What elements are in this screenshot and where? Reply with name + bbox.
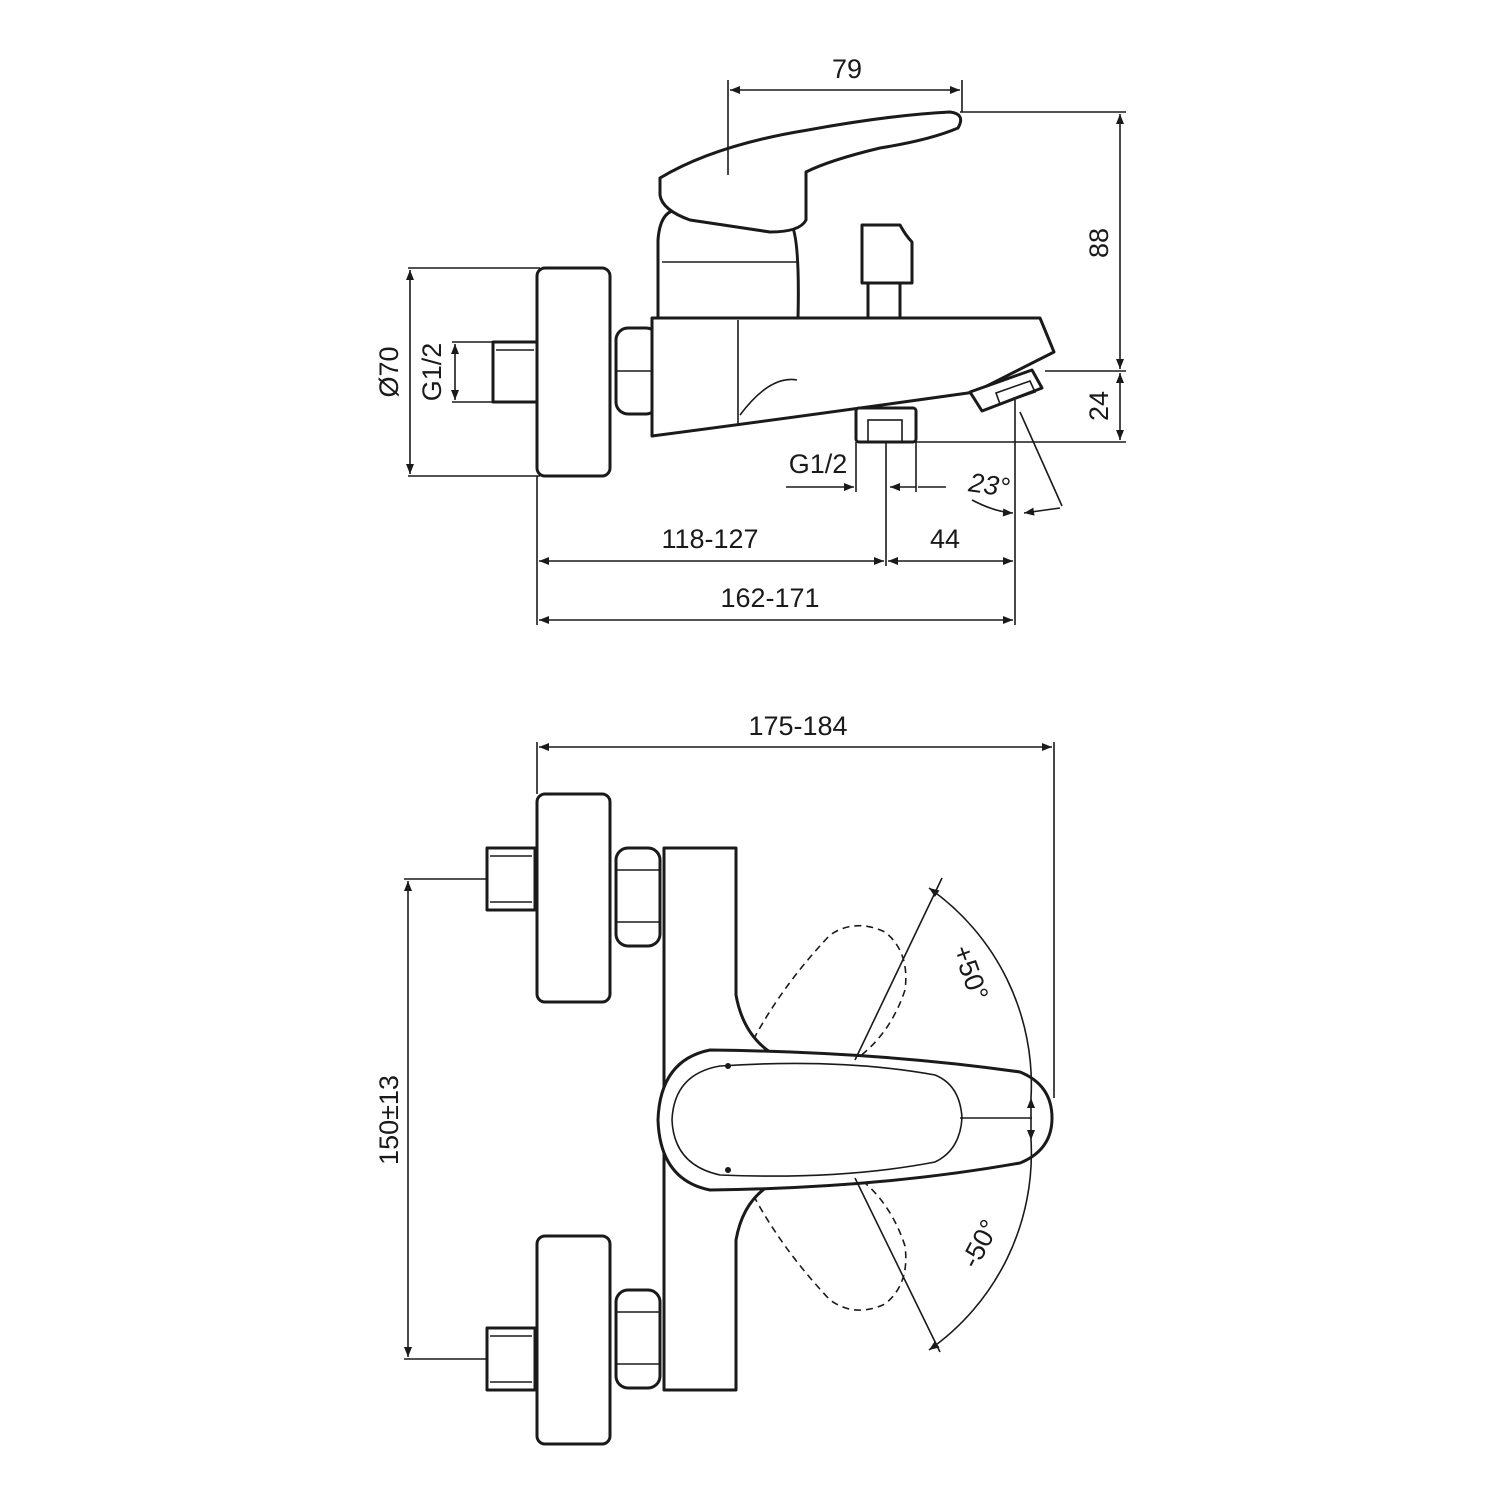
- label-overall-width: 175-184: [748, 711, 847, 741]
- label-rotation-minus: -50°: [955, 1215, 1005, 1273]
- front-handle-screw-bottom: [725, 1167, 731, 1173]
- front-hex-nut-bottom: [614, 1288, 662, 1390]
- front-view: 175-184 150±13 +50° -50°: [374, 711, 1055, 1446]
- label-118-127: 118-127: [661, 524, 758, 554]
- side-wall-disc: [535, 266, 612, 478]
- label-rotation-plus: +50°: [947, 941, 995, 1004]
- dim-spout-angle-arc: [971, 499, 1014, 517]
- label-44: 44: [930, 524, 960, 554]
- side-diverter-stem: [866, 281, 902, 320]
- label-spout-angle: 23°: [966, 467, 1012, 503]
- dim-rotation-plus-arc: [928, 887, 1033, 1099]
- front-hex-nut-top: [614, 846, 662, 948]
- side-view: 79 88 24 Ø70 G1/2 G1/2 23° 118-127 44 16…: [374, 54, 1126, 625]
- side-inlet-pipe: [491, 340, 539, 404]
- front-wall-disc-top: [535, 792, 612, 1004]
- front-wall-disc-bottom: [535, 1234, 612, 1446]
- label-outlet-thread: G1/2: [789, 449, 848, 479]
- label-162-171: 162-171: [720, 583, 819, 613]
- label-inlet-thread: G1/2: [417, 343, 447, 402]
- front-lever-handle: [656, 1048, 1054, 1192]
- front-handle-minus50-outline: [746, 1174, 907, 1311]
- front-handle-plus50-outline: [746, 924, 907, 1061]
- label-handle-width: 79: [832, 54, 862, 84]
- side-outlet-connector: [854, 406, 918, 444]
- side-mixer-body: [650, 316, 1056, 438]
- front-handle-screw-top: [725, 1063, 731, 1069]
- label-height-24: 24: [1084, 391, 1114, 421]
- front-inlet-pipe-top: [485, 846, 537, 912]
- side-lever-handle: [658, 110, 963, 234]
- dim-rotation-minus-arc: [928, 1139, 1033, 1351]
- label-diameter-70: Ø70: [374, 346, 404, 397]
- front-inlet-pipe-bottom: [485, 1326, 537, 1392]
- label-inlet-centres: 150±13: [374, 1075, 404, 1165]
- side-diverter-knob: [860, 223, 914, 285]
- side-spout-aerator: [968, 368, 1044, 413]
- label-height-88: 88: [1084, 228, 1114, 258]
